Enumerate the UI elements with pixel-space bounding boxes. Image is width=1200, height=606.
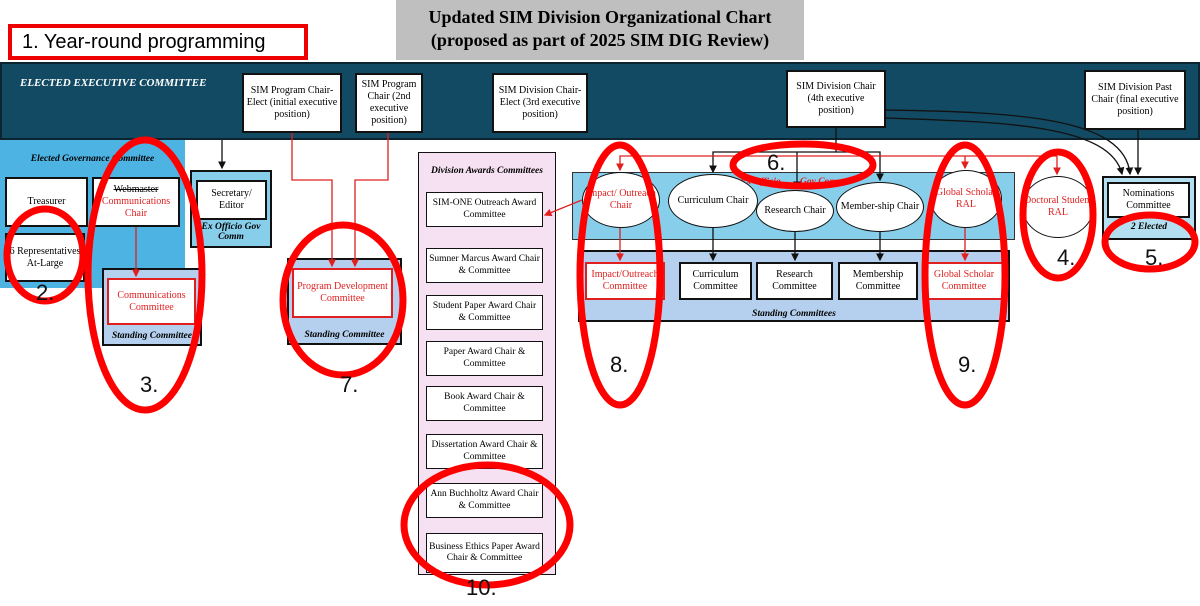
impact-outreach-committee: Impact/Outreach Committee [585,262,665,300]
award-committee: Student Paper Award Chair & Committee [426,295,543,330]
standing-committees-label: Standing Committees [752,309,836,319]
doctoral-student-ral: Doctoral Student RAL [1022,176,1094,238]
program-development-committee: Program Development Committee [292,268,393,318]
award-committee: Sumner Marcus Award Chair & Committee [426,248,543,283]
marker-6: 6. [767,150,786,175]
executive-band [0,62,1200,140]
award-committee: SIM-ONE Outreach Award Committee [426,192,543,227]
title-line2: (proposed as part of 2025 SIM DIG Review… [430,30,770,50]
communications-chair-label: Communications Chair [101,196,171,219]
research-chair: Research Chair [756,190,834,232]
secretary-exofficio-label: Ex Officio Gov Comm [201,222,261,242]
curriculum-committee: Curriculum Committee [679,262,752,300]
executive-label: ELECTED EXECUTIVE COMMITTEE [20,77,207,89]
award-committee: Business Ethics Paper Award Chair & Comm… [426,533,543,573]
communications-standing-label: Standing Committee [112,331,192,341]
title-box: Updated SIM Division Organizational Char… [396,0,804,60]
research-committee: Research Committee [756,262,833,300]
governance-label: Elected Governance Committee [30,154,155,164]
marker-7: 7. [340,372,359,397]
membership-committee: Membership Committee [838,262,918,300]
division-chair-elect: SIM Division Chair-Elect (3rd executive … [492,73,588,133]
division-chair: SIM Division Chair (4th executive positi… [786,70,886,128]
award-committee: Paper Award Chair & Committee [426,341,543,376]
membership-chair: Member-ship Chair [836,182,924,232]
marker-2: 2. [36,280,55,305]
program-dev-standing-label: Standing Committee [304,330,385,340]
award-committee: Ann Buchholtz Award Chair & Committee [426,483,543,518]
award-committee: Book Award Chair & Committee [426,386,543,421]
marker-10: 10. [466,575,497,600]
program-chair-elect: SIM Program Chair-Elect (initial executi… [242,73,342,133]
marker-3: 3. [140,372,159,397]
communications-committee: Communications Committee [107,278,196,325]
marker-9: 9. [958,352,977,377]
annotation-circles [3,136,1199,589]
marker-5: 5. [1145,245,1164,270]
secretary-editor: Secretary/ Editor [196,180,267,220]
marker-8: 8. [610,352,629,377]
nominations-elected-label: 2 Elected [1130,222,1168,232]
communications-chair: Webmaster Communications Chair [92,177,180,227]
program-chair: SIM Program Chair (2nd executive positio… [355,73,423,133]
annotation-heading: 1. Year-round programming [8,24,308,60]
title-line1: Updated SIM Division Organizational Char… [428,7,772,27]
representatives-at-large: 6 Representatives At-Large [5,233,85,282]
past-chair: SIM Division Past Chair (final executive… [1084,70,1186,130]
curriculum-chair: Curriculum Chair [668,174,758,228]
marker-4: 4. [1057,245,1076,270]
awards-label: Division Awards Committees [431,166,543,176]
webmaster-struck: Webmaster [113,184,159,195]
